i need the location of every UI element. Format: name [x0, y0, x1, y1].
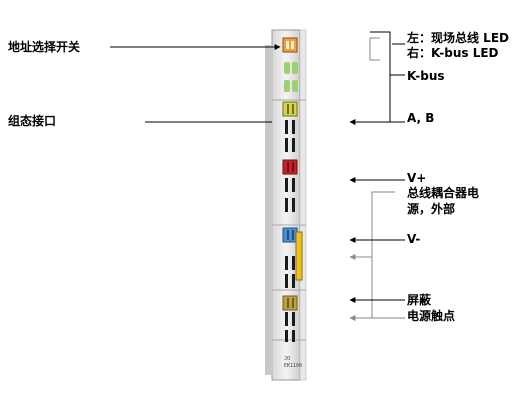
- ab-terminal: [282, 101, 298, 117]
- power-contact-label: 电源触点: [407, 309, 456, 323]
- kbus-label: K-bus: [407, 69, 445, 83]
- vminus-terminal: [282, 227, 298, 243]
- vplus-label: V+: [407, 171, 427, 185]
- address-switch-label: 地址选择开关: [8, 40, 81, 54]
- device-label-prefix: JO: [284, 356, 290, 362]
- right-callouts-power: [349, 177, 405, 321]
- terminal-slots: [285, 120, 295, 342]
- vplus-terminal: [282, 159, 298, 175]
- device-label-model: EK1100: [284, 363, 302, 369]
- left-callouts: [110, 44, 281, 123]
- ab-label: A, B: [407, 111, 435, 125]
- right-bracket-led: [349, 31, 405, 125]
- config-interface-label: 组态接口: [8, 114, 57, 128]
- supply-label-line1: 总线耦合器电: [407, 186, 480, 200]
- shield-terminal: [282, 295, 298, 311]
- fieldbus-led-label: 左：现场总线 LED: [407, 31, 509, 45]
- address-switch[interactable]: [282, 37, 298, 53]
- kbus-led-label: 右：K-bus LED: [407, 46, 499, 60]
- power-contacts: [295, 231, 303, 281]
- status-leds: [284, 62, 298, 92]
- supply-label-line2: 源，外部: [407, 202, 456, 216]
- shield-label: 屏蔽: [407, 293, 432, 307]
- vminus-label: V-: [407, 232, 421, 246]
